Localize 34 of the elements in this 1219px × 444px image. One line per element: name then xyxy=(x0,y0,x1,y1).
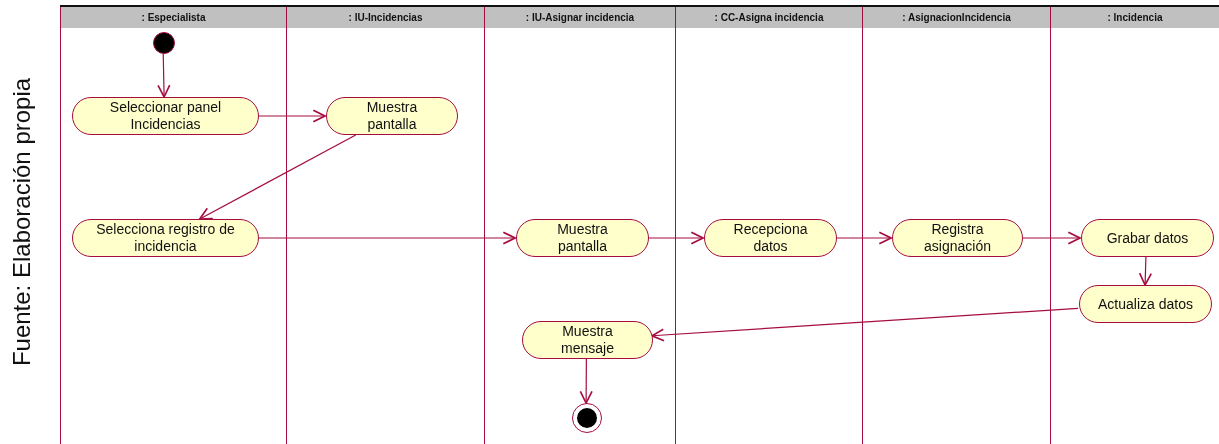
lane-title: : Especialista xyxy=(141,12,206,23)
swimlane xyxy=(862,7,1050,444)
activity-node: Actualiza datos xyxy=(1079,285,1212,323)
lane-title: : AsignacionIncidencia xyxy=(902,12,1011,23)
activity-node: Registra asignación xyxy=(892,219,1023,257)
activity-node: Muestra pantalla xyxy=(326,97,458,135)
lane-title: : CC-Asigna incidencia xyxy=(714,12,824,23)
control-flow-arrow xyxy=(651,307,1079,342)
swimlane xyxy=(675,7,862,444)
control-flow-arrow xyxy=(579,358,593,404)
control-flow-arrow xyxy=(257,231,516,245)
control-flow-arrow xyxy=(1021,231,1081,245)
swimlane xyxy=(60,7,286,444)
control-flow-arrow xyxy=(647,231,704,245)
swimlane xyxy=(484,7,675,444)
activity-node: Seleccionar panel Incidencias xyxy=(72,97,259,135)
lane-title: : IU-Incidencias xyxy=(348,12,423,23)
control-flow-arrow xyxy=(1138,256,1153,286)
activity-node: Selecciona registro de incidencia xyxy=(72,219,259,257)
initial-node xyxy=(153,32,175,54)
swimlane xyxy=(1050,7,1219,444)
lane-title: : IU-Asignar incidencia xyxy=(525,12,635,23)
source-note: Fuente: Elaboración propia xyxy=(8,77,36,367)
activity-node: Muestra pantalla xyxy=(516,219,649,257)
final-node xyxy=(572,403,602,433)
control-flow-arrow xyxy=(198,134,357,220)
control-flow-arrow xyxy=(257,109,326,123)
activity-node: Recepciona datos xyxy=(704,219,837,257)
activity-node: Grabar datos xyxy=(1081,219,1214,257)
lane-title: : Incidencia xyxy=(1107,12,1163,23)
control-flow-arrow xyxy=(157,53,171,98)
control-flow-arrow xyxy=(835,231,892,245)
swimlane xyxy=(286,7,484,444)
activity-node: Muestra mensaje xyxy=(522,321,653,359)
